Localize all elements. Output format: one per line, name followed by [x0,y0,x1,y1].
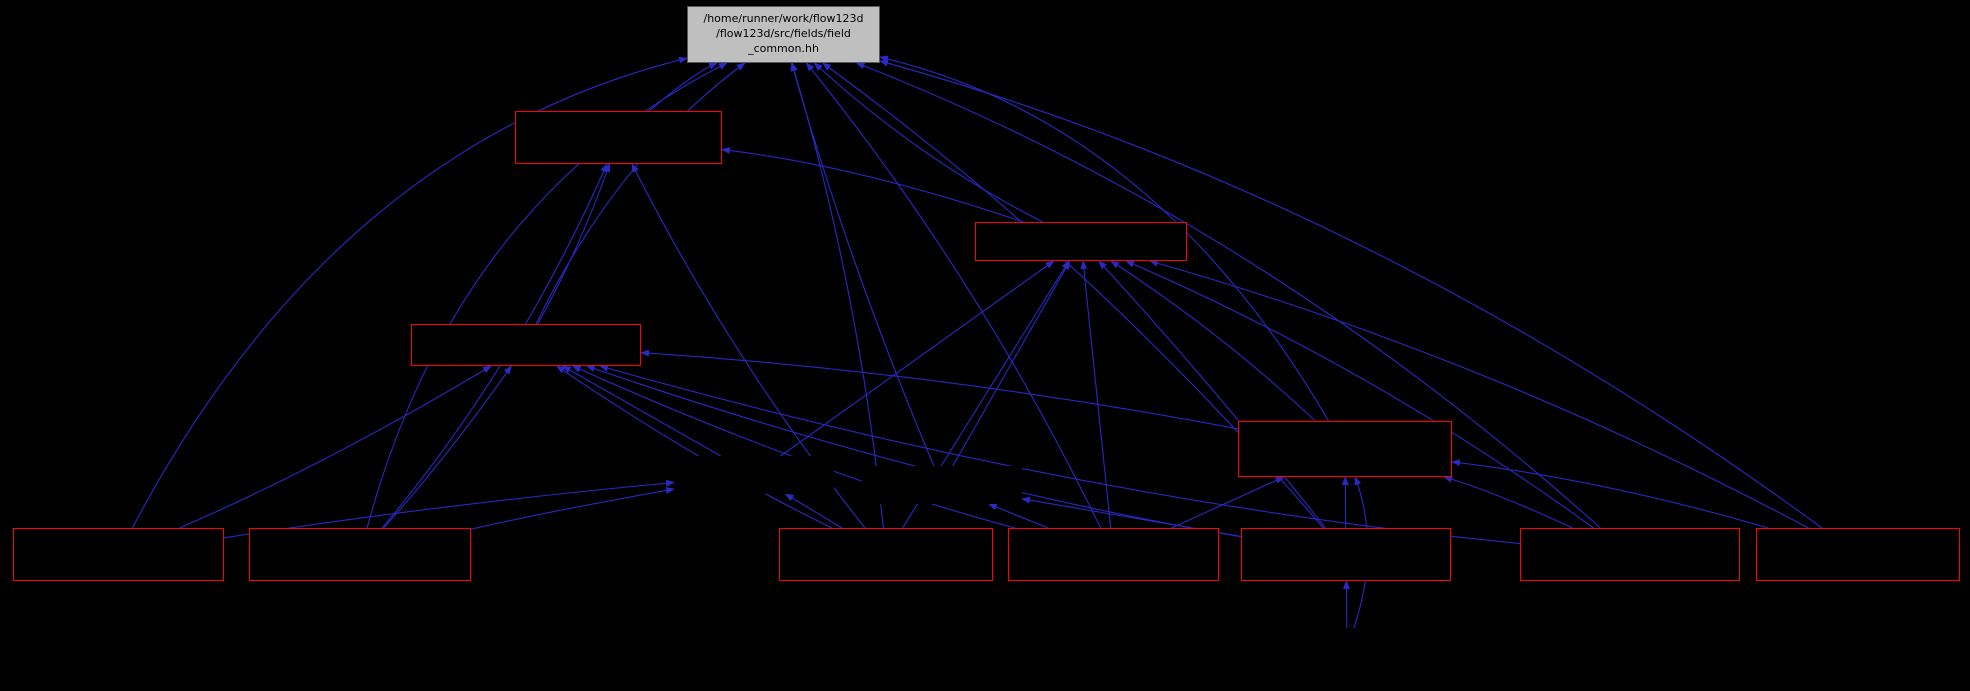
include-edge [987,503,1049,529]
include-edge [179,365,492,529]
include-edge [1451,459,1769,529]
dependent-file-node-5[interactable] [13,528,224,581]
include-edge [648,62,718,112]
include-edge [383,365,512,529]
include-edge [1125,260,1594,529]
include-edge [1443,475,1573,529]
dependent-file-node-1[interactable] [515,111,722,164]
dependent-file-node-8[interactable] [1008,528,1219,581]
dependent-file-node-6[interactable] [249,528,471,581]
include-edge [561,365,721,457]
include-edge [952,260,1071,467]
include-edge [855,62,1601,529]
dependent-file-node-3[interactable] [411,324,641,366]
root-file-path-line-3: _common.hh [748,41,819,55]
include-edge [780,260,1055,457]
hidden-file-node-1 [674,456,834,494]
include-edge [721,147,1024,223]
dependent-file-node-7[interactable] [779,528,993,581]
include-edge [470,487,675,530]
include-edge [537,163,611,325]
include-edge [640,349,1239,430]
dependent-file-node-2[interactable] [975,222,1187,261]
include-edge [1342,580,1350,629]
root-file-path-line-2: /flow123d/src/fields/field [716,27,851,41]
hidden-file-node-3 [1262,628,1432,668]
dependent-file-node-4[interactable] [1238,421,1452,477]
include-edge [585,365,1242,538]
dependent-file-node-10[interactable] [1520,528,1740,581]
include-edge [1171,476,1285,529]
include-edge [555,365,833,529]
root-file-node[interactable]: /home/runner/work/flow123d /flow123d/src… [687,6,880,63]
include-edge [790,62,935,467]
include-edge [813,62,1043,223]
include-edge [535,62,746,325]
dependent-file-node-11[interactable] [1756,528,1960,581]
include-edge [1148,259,1809,529]
root-file-path-line-1: /home/runner/work/flow123d [703,12,864,26]
include-edge [1110,260,1316,422]
include-edge [784,493,843,529]
include-edge [1080,260,1112,529]
include-edge [805,62,1102,529]
dependent-file-node-9[interactable] [1241,528,1451,581]
include-edge [1098,260,1326,529]
hidden-file-node-2 [862,466,1022,504]
